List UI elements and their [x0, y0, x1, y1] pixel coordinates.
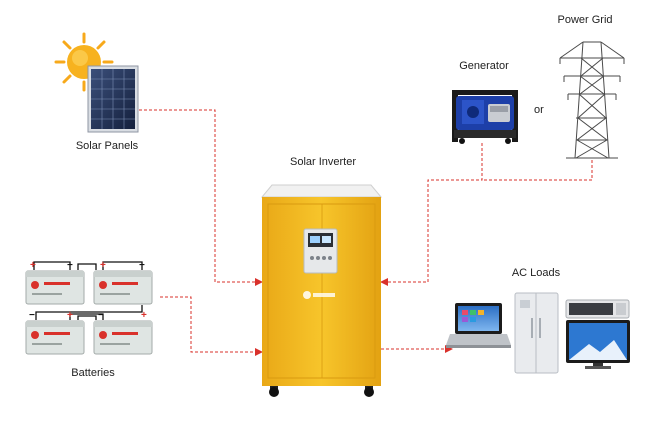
or-label: or — [534, 104, 544, 116]
flow-line-grid-to-inverter — [482, 160, 593, 181]
battery-icon — [93, 320, 153, 355]
refrigerator-icon — [514, 292, 559, 374]
svg-text:+: + — [30, 260, 36, 271]
solar-inverter-label: Solar Inverter — [289, 156, 357, 168]
battery-bank: + − + − − + − + — [25, 260, 153, 355]
tv-icon — [566, 320, 630, 369]
solar-panels-label: Solar Panels — [75, 140, 139, 152]
battery-icon — [93, 270, 153, 305]
laptop-icon — [446, 303, 511, 348]
power-grid-label: Power Grid — [557, 14, 613, 26]
svg-text:+: + — [100, 260, 106, 271]
battery-icon — [25, 320, 85, 355]
flow-line-solar-to-inverter — [114, 109, 263, 286]
inverter-icon — [260, 184, 383, 397]
svg-text:−: − — [67, 260, 73, 271]
flow-lines — [114, 109, 593, 356]
svg-text:+: + — [67, 310, 73, 321]
svg-text:+: + — [141, 310, 147, 321]
generator-icon — [452, 90, 518, 144]
solar-panel-icon — [87, 65, 139, 133]
generator-label: Generator — [459, 60, 509, 72]
power-tower-icon — [559, 41, 625, 159]
battery-icon — [25, 270, 85, 305]
svg-text:−: − — [98, 310, 104, 321]
microwave-icon — [565, 299, 630, 319]
flow-line-battery-to-inverter — [160, 296, 263, 356]
batteries-label: Batteries — [71, 367, 115, 379]
svg-text:−: − — [29, 310, 35, 321]
flow-line-generator-to-inverter — [380, 143, 483, 286]
ac-loads-label: AC Loads — [511, 267, 561, 279]
svg-text:−: − — [139, 260, 145, 271]
